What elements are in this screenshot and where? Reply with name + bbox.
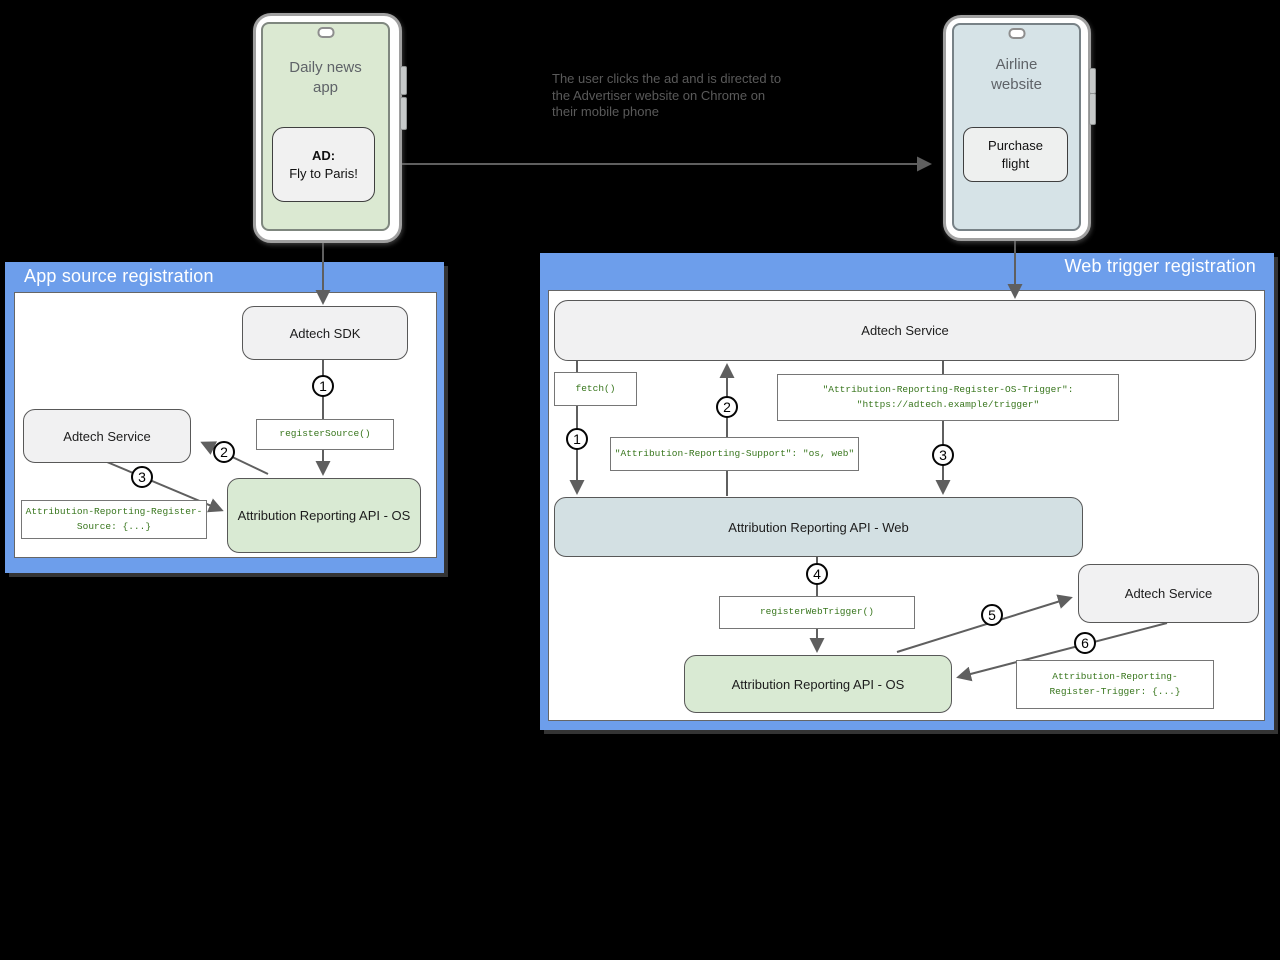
phone-screen-airline: Airline website Purchase flight bbox=[952, 23, 1081, 231]
web-trigger-panel-title: Web trigger registration bbox=[1064, 256, 1256, 276]
code-register-web-trigger-call: registerWebTrigger() bbox=[719, 596, 915, 629]
ad-text: Fly to Paris! bbox=[289, 165, 358, 181]
ad-heading: AD: bbox=[311, 147, 336, 163]
step-1-badge-web: 1 bbox=[566, 428, 588, 450]
step-4-badge-web: 4 bbox=[806, 563, 828, 585]
step-2-badge-left: 2 bbox=[213, 441, 235, 463]
step-6-badge-web: 6 bbox=[1074, 632, 1096, 654]
node-attribution-api-os-left: Attribution Reporting API - OS bbox=[227, 478, 421, 553]
arrow-service-right-to-apios bbox=[956, 622, 1168, 682]
step-1-badge-left: 1 bbox=[312, 375, 334, 397]
step-3-badge-web: 3 bbox=[932, 444, 954, 466]
annotation-user-clicks-ad: The user clicks the ad and is directed t… bbox=[552, 71, 782, 119]
node-adtech-service-web: Adtech Service bbox=[554, 300, 1256, 361]
code-register-trigger-header: Attribution-Reporting- Register-Trigger:… bbox=[1016, 660, 1214, 709]
step-3-badge-left: 3 bbox=[131, 466, 153, 488]
ad-fly-to-paris[interactable]: AD: Fly to Paris! bbox=[272, 127, 375, 202]
code-register-source-call: registerSource() bbox=[256, 419, 394, 450]
code-register-source-header: Attribution-Reporting-Register- Source: … bbox=[21, 500, 207, 539]
camera-dot-icon bbox=[317, 27, 334, 38]
phone-airline-website: Airline website Purchase flight bbox=[943, 15, 1096, 241]
news-app-title: Daily news app bbox=[289, 59, 362, 96]
camera-dot-icon bbox=[1008, 28, 1025, 39]
airline-site-title: Airline website bbox=[991, 56, 1042, 93]
step-2-badge-web: 2 bbox=[716, 396, 738, 418]
code-fetch-call: fetch() bbox=[554, 372, 637, 406]
node-adtech-sdk: Adtech SDK bbox=[242, 306, 408, 360]
node-adtech-service-right: Adtech Service bbox=[1078, 564, 1259, 623]
phone-screen-news: Daily news app AD: Fly to Paris! bbox=[261, 22, 390, 231]
phone-volume-button bbox=[1089, 68, 1096, 94]
node-attribution-api-web: Attribution Reporting API - Web bbox=[554, 497, 1083, 557]
phone-volume-button bbox=[400, 66, 407, 95]
code-support-header: "Attribution-Reporting-Support": "os, we… bbox=[610, 437, 859, 471]
arrow-apios-to-service-right bbox=[896, 594, 1073, 653]
purchase-flight-button[interactable]: Purchase flight bbox=[963, 127, 1068, 182]
node-attribution-api-os-web: Attribution Reporting API - OS bbox=[684, 655, 952, 713]
phone-power-button bbox=[1089, 93, 1096, 125]
step-5-badge-web: 5 bbox=[981, 604, 1003, 626]
app-source-panel-title: App source registration bbox=[24, 266, 214, 286]
phone-daily-news-app: Daily news app AD: Fly to Paris! bbox=[253, 13, 407, 243]
node-adtech-service-left: Adtech Service bbox=[23, 409, 191, 463]
code-register-os-trigger-header: "Attribution-Reporting-Register-OS-Trigg… bbox=[777, 374, 1119, 421]
phone-power-button bbox=[400, 97, 407, 130]
